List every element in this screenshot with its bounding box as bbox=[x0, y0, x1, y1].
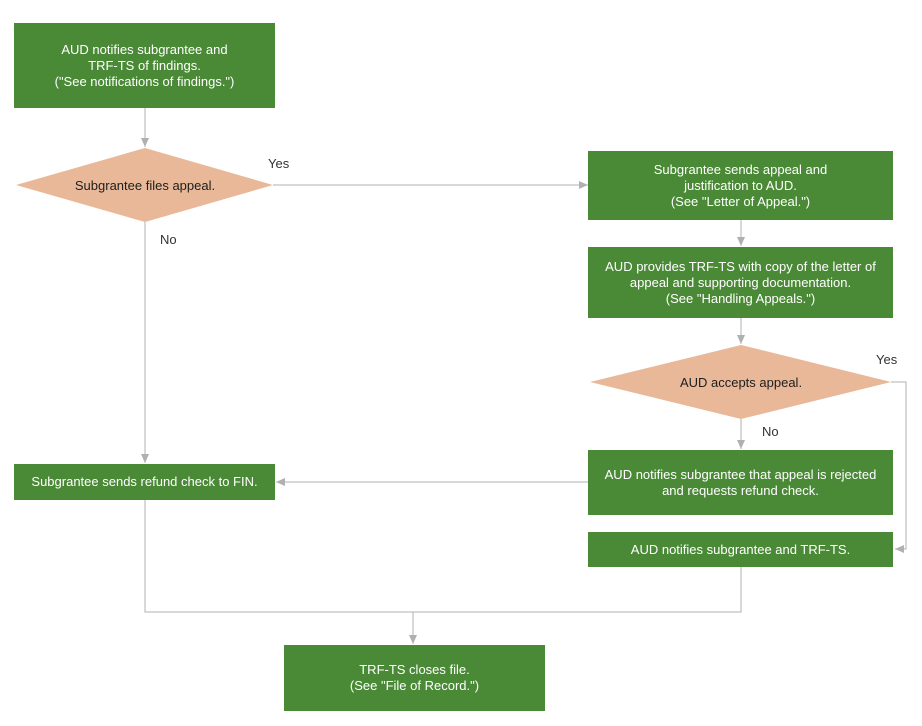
process-aud-notifies-findings: AUD notifies subgrantee and TRF-TS of fi… bbox=[14, 23, 275, 108]
process-subgrantee-sends-appeal: Subgrantee sends appeal and justificatio… bbox=[588, 151, 893, 220]
process-aud-notifies-rejected: AUD notifies subgrantee that appeal is r… bbox=[588, 450, 893, 515]
process-trfts-closes-file: TRF-TS closes file. (See "File of Record… bbox=[284, 645, 545, 711]
decision-diamond-accepts-appeal bbox=[590, 345, 891, 419]
label-no-accepts-appeal: No bbox=[762, 424, 779, 439]
label-no-files-appeal: No bbox=[160, 232, 177, 247]
label-yes-accepts-appeal: Yes bbox=[876, 352, 898, 367]
connector-refund-to-merge bbox=[144, 500, 742, 613]
decision-accepts-appeal-label: AUD accepts appeal. bbox=[679, 374, 803, 390]
decision-files-appeal-label: Subgrantee files appeal. bbox=[74, 177, 216, 193]
decision-diamond-files-appeal bbox=[16, 148, 273, 222]
label-yes-files-appeal: Yes bbox=[268, 156, 290, 171]
process-aud-provides-copy: AUD provides TRF-TS with copy of the let… bbox=[588, 247, 893, 318]
connector-yes-to-notify bbox=[891, 381, 907, 553]
process-aud-notifies-subgrantee-trfts: AUD notifies subgrantee and TRF-TS. bbox=[588, 532, 893, 567]
process-subgrantee-sends-refund: Subgrantee sends refund check to FIN. bbox=[14, 464, 275, 500]
